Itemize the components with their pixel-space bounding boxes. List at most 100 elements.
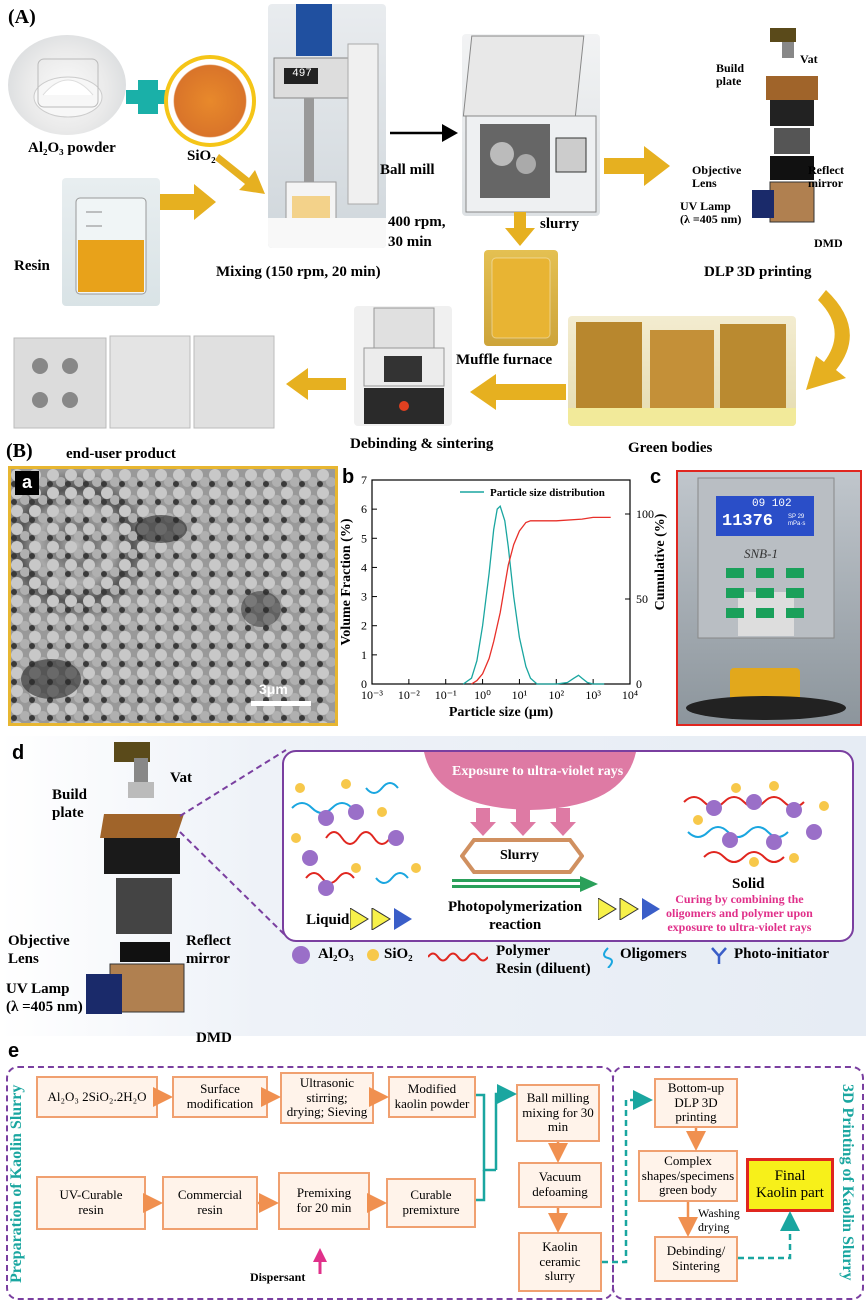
resin-label: Resin — [14, 258, 50, 274]
box-curable-premixture: Curable premixture — [386, 1178, 476, 1228]
curing-label: Curing by combining the oligomers and po… — [666, 892, 813, 934]
y-left-tick-label: 5 — [361, 531, 367, 545]
panel-b-letter: (B) — [6, 440, 33, 462]
y-left-tick-label: 3 — [361, 590, 367, 604]
arrow-down-to-slurry-icon — [505, 212, 535, 246]
arrow-green-to-furnace-icon — [470, 374, 566, 410]
viscometer-buttons — [724, 566, 810, 626]
dlp-reflect-label: Reflect mirror — [808, 163, 844, 190]
printing-section — [612, 1066, 864, 1300]
uv-exposure-dome — [424, 752, 636, 810]
resin-beaker-image — [62, 178, 160, 306]
x-axis-label: Particle size (μm) — [449, 705, 554, 720]
legend-polymer-label: Polymer Resin (diluent) — [496, 943, 591, 977]
viscometer-small-readout: SP 29 mPa·s — [788, 514, 806, 527]
y-right-axis-label: Cumulative (%) — [653, 513, 668, 610]
y-left-axis-label: Volume Fraction (%) — [339, 518, 354, 645]
liquid-label: Liquid — [306, 912, 350, 928]
mixer-display: 497 — [292, 68, 312, 80]
panel-d-letter: d — [12, 742, 25, 764]
flowchart-arrows — [143, 1084, 800, 1274]
box-bottom-up-dlp: Bottom-up DLP 3D printing — [654, 1078, 738, 1128]
reaction-arrow-icon — [452, 876, 598, 892]
box-ultrasonic: Ultrasonic stirring; drying; Sieving — [280, 1072, 374, 1124]
box-commercial-resin: Commercial resin — [162, 1176, 258, 1230]
d-uv-label: UV Lamp (λ =405 nm) — [6, 981, 83, 1015]
panel-a-letter: (A) — [8, 6, 36, 28]
y-left-tick-label: 6 — [361, 502, 367, 516]
box-premixing: Premixing for 20 min — [278, 1172, 370, 1230]
sem-scalebar-label: 3μm — [259, 681, 288, 697]
box-debinding-sintering: Debinding/ Sintering — [654, 1236, 738, 1282]
x-tick-label: 10⁻¹ — [435, 688, 457, 702]
legend-al2o3-label: Al₂O₃ — [318, 946, 354, 962]
y-left-tick-label: 7 — [361, 473, 367, 487]
mixing-label: Mixing (150 rpm, 20 min) — [216, 264, 381, 280]
legend-al2o3-icon — [292, 946, 310, 964]
viscometer-model-label: SNB-1 — [744, 546, 778, 561]
box-kaolin-slurry: Kaolin ceramic slurry — [518, 1232, 602, 1292]
y-right-tick-label: 0 — [636, 677, 642, 691]
dlp-printer-large-illustration — [86, 742, 185, 1014]
viscometer-panel-letter: c — [650, 466, 662, 488]
dlp-objective-label: Objective Lens — [692, 163, 742, 190]
printing-section-title: 3D Printing of Kaolin Slurry — [839, 1083, 856, 1281]
photopolymerization-label: Photopolymerization reaction — [448, 899, 583, 933]
panel-e-letter: e — [8, 1040, 20, 1062]
uv-exposure-label: Exposure to ultra-violet rays — [452, 764, 624, 779]
al2o3-powder-image — [8, 35, 126, 135]
dlp-printing-label: DLP 3D printing — [704, 264, 812, 280]
ballmill-image — [462, 34, 600, 216]
al2o3-label: Al₂O₃ powder — [28, 140, 116, 156]
sio2-label: SiO₂ — [187, 148, 216, 164]
arrow-sio2-to-mixer-icon — [215, 154, 265, 194]
x-tick-label: 10¹ — [512, 688, 528, 702]
ballmill-label: Ball mill — [380, 162, 435, 178]
dispersant-label: Dispersant — [250, 1270, 306, 1284]
debinding-sintering-label: Debinding & sintering — [350, 436, 494, 452]
green-bodies-label: Green bodies — [628, 440, 713, 456]
arrow-mixer-to-ballmill-icon — [390, 124, 458, 142]
d-reflect-label: Reflect mirror — [186, 933, 231, 967]
d-build-plate-label: Build plate — [52, 787, 88, 821]
slurry-beaker-image — [484, 250, 558, 346]
x-tick-label: 10⁴ — [622, 688, 638, 702]
slurry-label: slurry — [540, 216, 580, 232]
y-right-tick-label: 100 — [636, 507, 654, 521]
legend-photoinitiator-icon — [711, 947, 727, 964]
dlp-dmd-label: DMD — [814, 236, 843, 250]
solid-label: Solid — [732, 876, 765, 892]
legend-oligomers-label: Oligomers — [620, 946, 687, 962]
arrow-furnace-to-product-icon — [286, 368, 346, 400]
sio2-image — [164, 55, 256, 147]
d-vat-label: Vat — [170, 770, 192, 786]
legend-sio2-label: SiO₂ — [384, 946, 413, 962]
muffle-furnace-image — [354, 306, 452, 426]
x-tick-label: 10⁻³ — [361, 688, 383, 702]
ballmill-params-label: 400 rpm, 30 min — [388, 214, 446, 250]
box-surface-modification: Surface modification — [172, 1076, 268, 1118]
x-tick-label: 10⁰ — [474, 688, 491, 702]
chart-panel-letter: b — [342, 466, 355, 488]
box-vacuum-defoaming: Vacuum defoaming — [518, 1162, 602, 1208]
d-dmd-label: DMD — [196, 1030, 232, 1046]
uv-ray-arrows — [470, 808, 576, 836]
chart-plot-frame — [371, 479, 631, 685]
plus-connector-icon — [126, 80, 170, 114]
solid-molecules-cluster — [679, 770, 839, 874]
legend-photoinitiator-label: Photo-initiator — [734, 946, 829, 962]
viscometer-image: 09 102 11376 SP 29 mPa·s SNB-1 — [676, 470, 862, 726]
dlp-printer-illustration — [752, 28, 818, 223]
slurry-ring — [460, 838, 584, 874]
x-tick-label: 10² — [548, 688, 564, 702]
washing-drying-label: Washing drying — [698, 1206, 740, 1234]
arrow-dlp-to-green-icon — [806, 290, 850, 390]
legend-label: Particle size distribution — [490, 487, 605, 499]
mixer-image: 497 — [268, 4, 386, 248]
liquid-triangles-icon — [350, 908, 412, 930]
sem-panel-letter: a — [15, 471, 39, 495]
green-bodies-image — [568, 316, 796, 426]
dlp-build-plate-label: Build plate — [716, 61, 745, 88]
cumulative-series-line — [471, 516, 611, 685]
